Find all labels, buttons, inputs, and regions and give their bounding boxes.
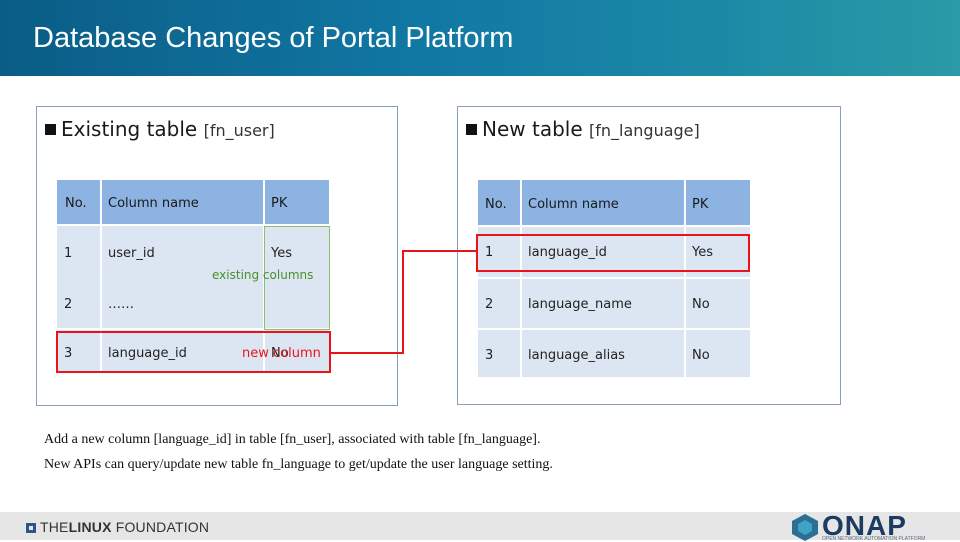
left-row1-pk: Yes	[264, 226, 329, 280]
existing-table-heading-text: Existing table	[61, 117, 198, 141]
left-header-no: No.	[57, 180, 100, 224]
right-header-no: No.	[478, 180, 521, 225]
bullet-icon	[466, 124, 477, 135]
title-bar: Database Changes of Portal Platform	[0, 0, 960, 76]
left-header-column-name: Column name	[100, 180, 264, 224]
left-row2-no: 2	[57, 280, 100, 328]
right-row3-no: 3	[478, 330, 521, 377]
right-header-pk: PK	[685, 180, 750, 225]
existing-table-heading: Existing table [fn_user]	[45, 117, 275, 141]
right-row2-column-name: language_name	[521, 279, 685, 328]
note-line-1: Add a new column [language_id] in table …	[44, 432, 541, 447]
new-column-label: new column	[242, 346, 321, 361]
linux-foundation-mark-icon	[26, 523, 36, 533]
right-row3-pk: No	[685, 330, 750, 377]
bullet-icon	[45, 124, 56, 135]
left-row3-column-name: language_id	[100, 330, 264, 372]
left-row2-pk	[264, 280, 329, 328]
right-row-separator	[478, 277, 750, 279]
left-row3-pk: No	[264, 330, 329, 372]
right-row2-pk: No	[685, 279, 750, 328]
relation-connector	[402, 250, 404, 354]
lf-foundation: FOUNDATION	[111, 519, 210, 535]
lf-the: THE	[40, 519, 69, 535]
right-row-separator	[478, 225, 750, 227]
left-row1-column-name: user_id	[100, 226, 264, 280]
onap-tagline: OPEN NETWORK AUTOMATION PLATFORM	[822, 536, 926, 542]
foreign-key-highlight	[476, 234, 750, 272]
existing-columns-highlight	[264, 226, 330, 330]
right-row2-no: 2	[478, 279, 521, 328]
left-header-pk: PK	[264, 180, 329, 224]
left-row1-no: 1	[57, 226, 100, 280]
right-row3-column-name: language_alias	[521, 330, 685, 377]
new-table-name: [fn_language]	[589, 121, 700, 140]
new-table-heading: New table [fn_language]	[466, 117, 700, 141]
left-col-separator	[100, 180, 102, 372]
left-row3-no: 3	[57, 330, 100, 372]
left-row-separator	[57, 224, 329, 226]
right-row-separator	[478, 328, 750, 330]
relation-connector	[402, 250, 477, 252]
existing-table-name: [fn_user]	[203, 121, 275, 140]
left-row2-column-name: ……	[100, 280, 264, 328]
right-header-column-name: Column name	[521, 180, 685, 225]
new-table-heading-text: New table	[482, 117, 583, 141]
onap-mark-icon	[792, 514, 818, 541]
existing-columns-label: existing columns	[212, 268, 314, 282]
slide-title: Database Changes of Portal Platform	[33, 22, 514, 54]
new-column-highlight	[56, 331, 331, 373]
onap-wordmark: ONAP	[822, 510, 907, 541]
note-line-2: New APIs can query/update new table fn_l…	[44, 457, 553, 472]
linux-foundation-logo: THELINUX FOUNDATION	[26, 519, 209, 535]
left-row-separator	[57, 328, 329, 330]
lf-linux: LINUX	[68, 519, 112, 535]
relation-connector	[331, 352, 404, 354]
